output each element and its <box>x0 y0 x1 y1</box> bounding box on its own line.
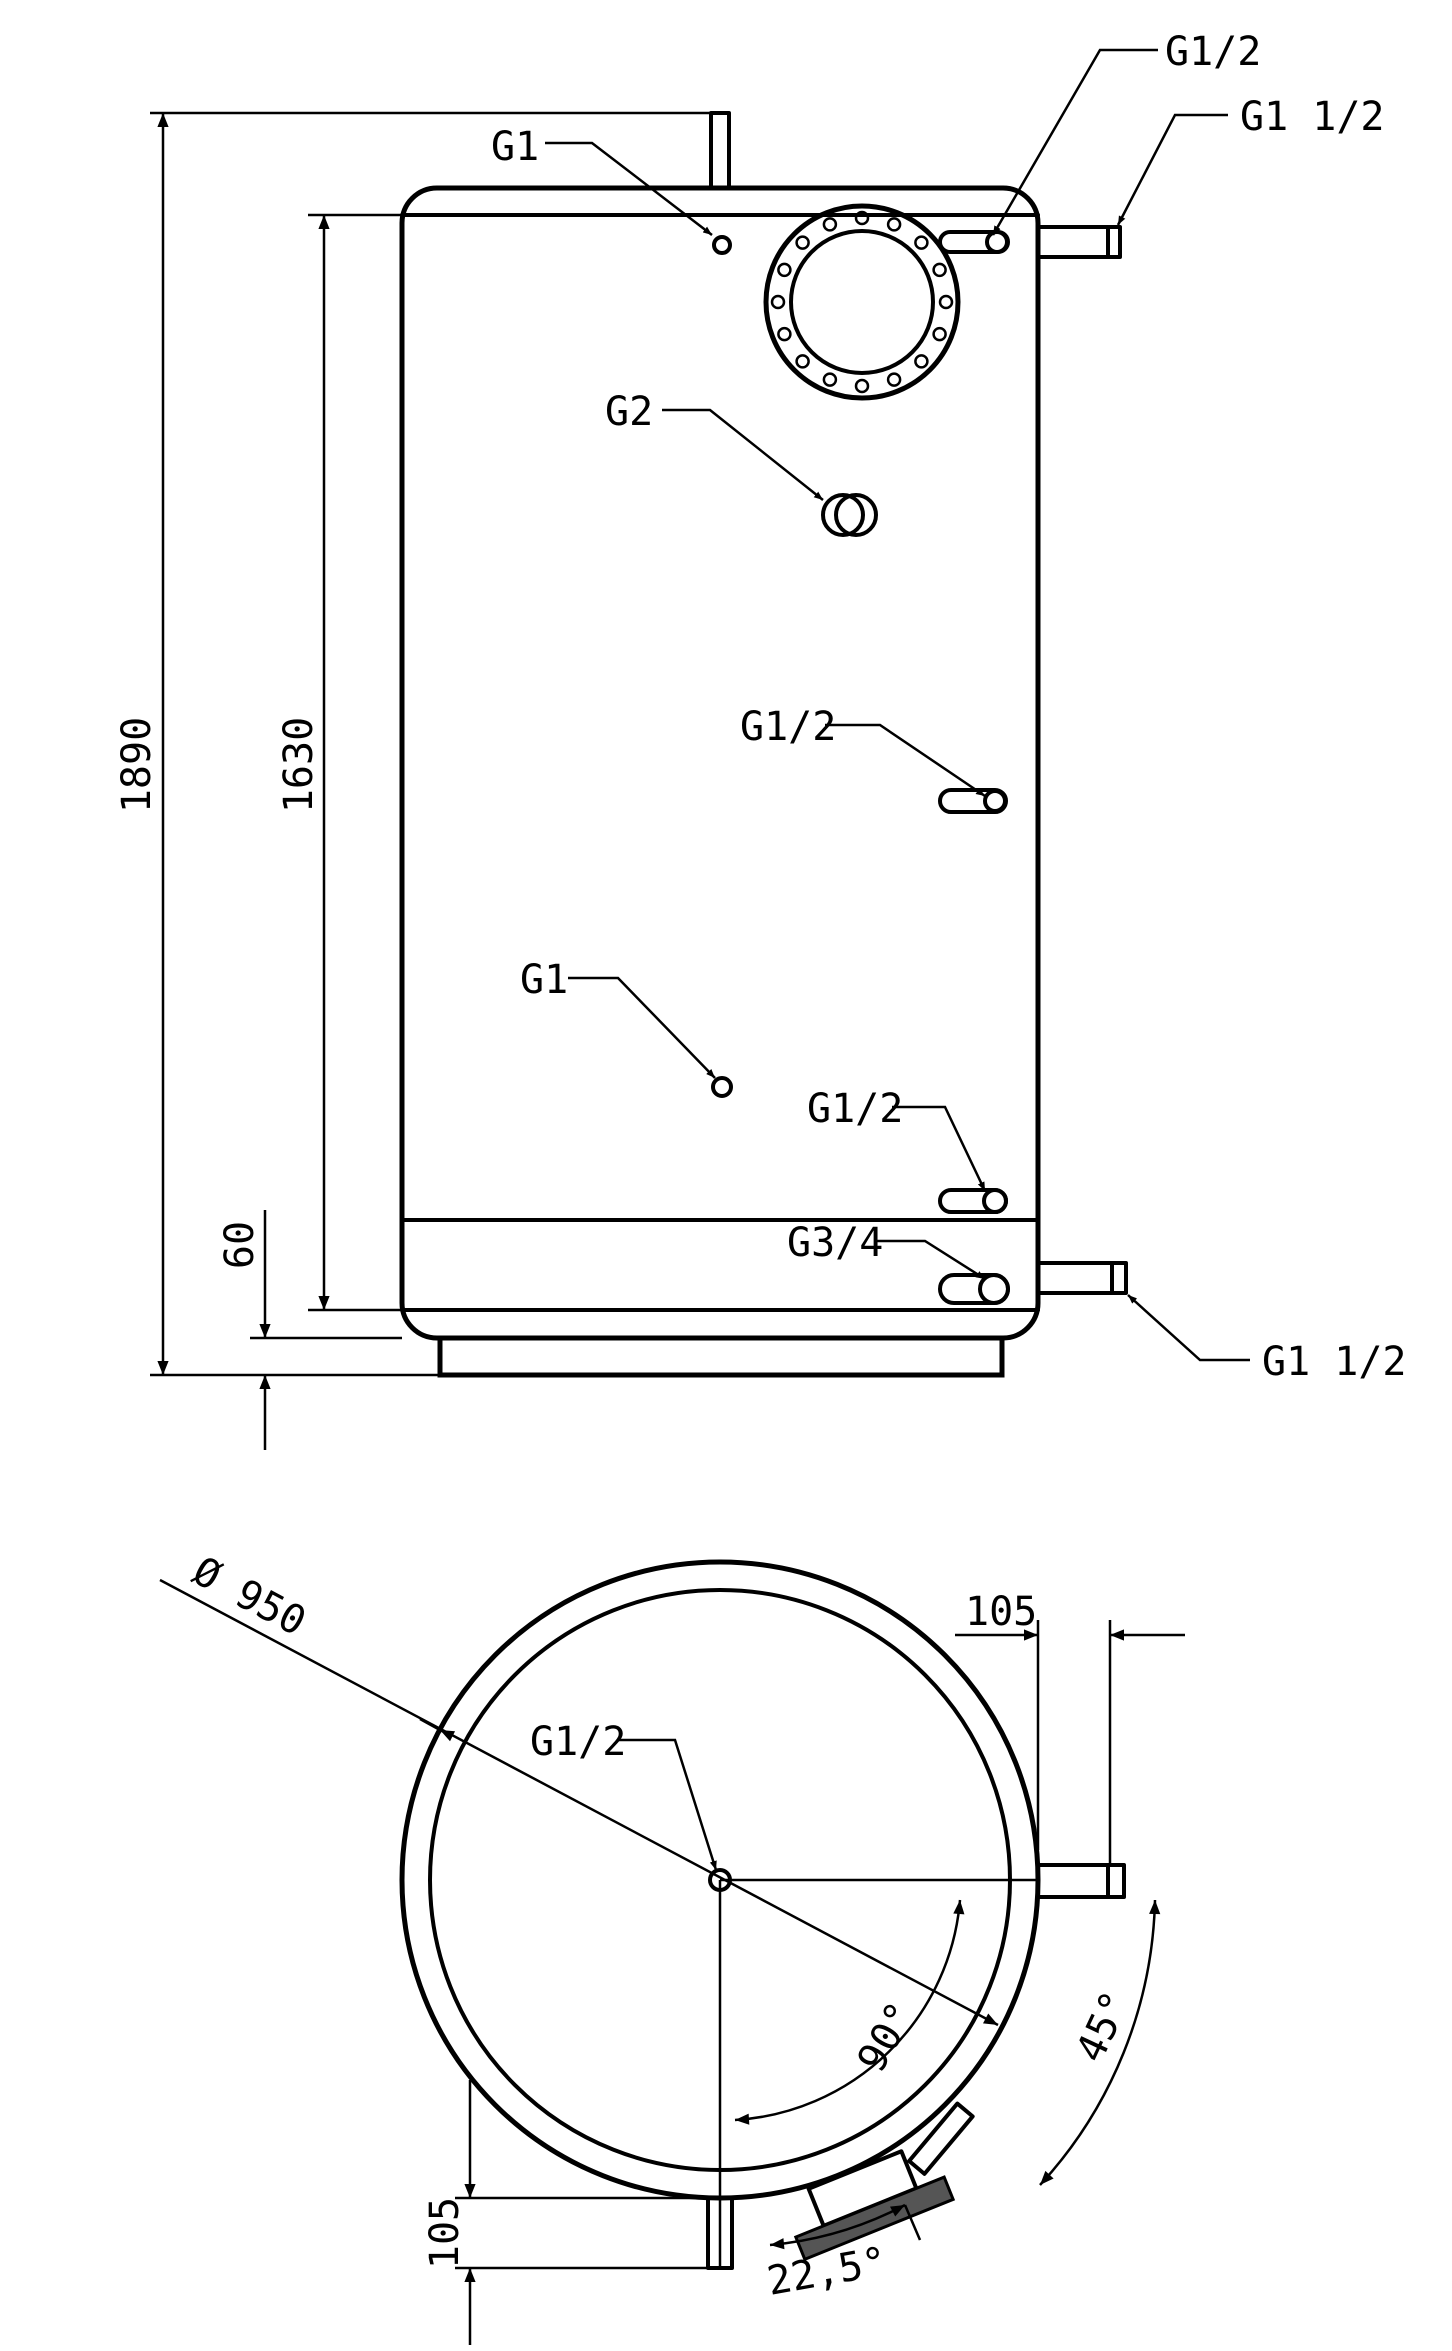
dim-diameter: Ø 950 <box>159 1548 999 2027</box>
dim-top-right: 105 <box>955 1589 1185 1865</box>
dim-base: 60 <box>217 1210 402 1450</box>
g2-coil-fitting <box>821 493 878 537</box>
dim-inner-height: 1630 <box>276 213 402 1312</box>
manhole-bolt <box>886 372 902 387</box>
g1-lower-fitting <box>711 1076 733 1098</box>
g1-1-2-top-nozzle <box>1036 225 1122 259</box>
dim-bottom-left-label: 105 <box>422 2197 468 2269</box>
tank-body <box>399 185 1041 1341</box>
label-g1-1-2-top: G1 1/2 <box>1240 94 1385 140</box>
angle-45-label: 45° <box>1067 1984 1139 2069</box>
dim-total-height: 1890 <box>114 111 725 1377</box>
label-g1-lower: G1 <box>520 957 568 1003</box>
label-g2: G2 <box>605 389 653 435</box>
dim-base-label: 60 <box>217 1221 263 1269</box>
g1-1-2-bottom-nozzle <box>1036 1261 1128 1295</box>
g12-lower-fitting <box>938 1188 1008 1214</box>
tank-base <box>437 1338 1005 1378</box>
manhole-bolt <box>854 378 870 394</box>
dim-total-height-label: 1890 <box>114 717 160 813</box>
manhole-bolt <box>822 372 838 387</box>
g12-mid-fitting <box>938 788 1008 814</box>
label-g1-1-2-bottom: G1 1/2 <box>1262 1339 1407 1385</box>
label-g1-top: G1 <box>491 124 539 170</box>
g34-fitting <box>938 1273 1010 1305</box>
manhole-bolt <box>770 294 786 310</box>
angle-90-label: 90° <box>849 1994 925 2080</box>
manhole-bolt <box>822 217 838 232</box>
plan-angled-nozzle <box>907 2101 975 2176</box>
manhole-bolt <box>914 235 929 250</box>
dim-bottom-left: 105 <box>422 2080 708 2345</box>
leaders-front <box>545 48 1250 1362</box>
manhole-bolt <box>777 262 792 278</box>
label-g12-mid: G1/2 <box>740 704 836 750</box>
dim-inner-height-label: 1630 <box>276 717 322 813</box>
plan-right-nozzle <box>1036 1863 1126 1899</box>
dim-diameter-label: Ø 950 <box>185 1548 313 1645</box>
dim-top-right-label: 105 <box>965 1589 1037 1635</box>
plan-view: Ø 950 105 105 90° 45° 22 <box>159 1548 1185 2345</box>
manhole-bolt <box>854 210 870 226</box>
manhole-bolt <box>932 262 947 278</box>
manhole-bolt <box>914 354 929 369</box>
label-g12-top: G1/2 <box>1165 29 1261 75</box>
manhole-bolt <box>795 235 810 250</box>
g12-top-fitting <box>938 230 1010 254</box>
front-view: 1890 1630 60 G1 G1/2 G1 <box>114 29 1407 1450</box>
manhole-bolt <box>777 326 792 342</box>
g1-top-fitting <box>712 235 732 255</box>
manhole-bolt <box>795 354 810 369</box>
label-g34: G3/4 <box>787 1220 883 1266</box>
label-g12-center: G1/2 <box>530 1719 626 1765</box>
manhole-bolt <box>938 294 954 310</box>
manhole-bolt <box>886 217 902 232</box>
manhole-flange <box>763 203 961 401</box>
angle-arcs: 90° 45° 22,5° <box>718 1878 1161 2305</box>
manhole-bolt <box>932 326 947 342</box>
top-vent-pipe <box>709 111 731 190</box>
angle-22-5-label: 22,5° <box>764 2239 891 2305</box>
label-g12-lower: G1/2 <box>807 1086 903 1132</box>
